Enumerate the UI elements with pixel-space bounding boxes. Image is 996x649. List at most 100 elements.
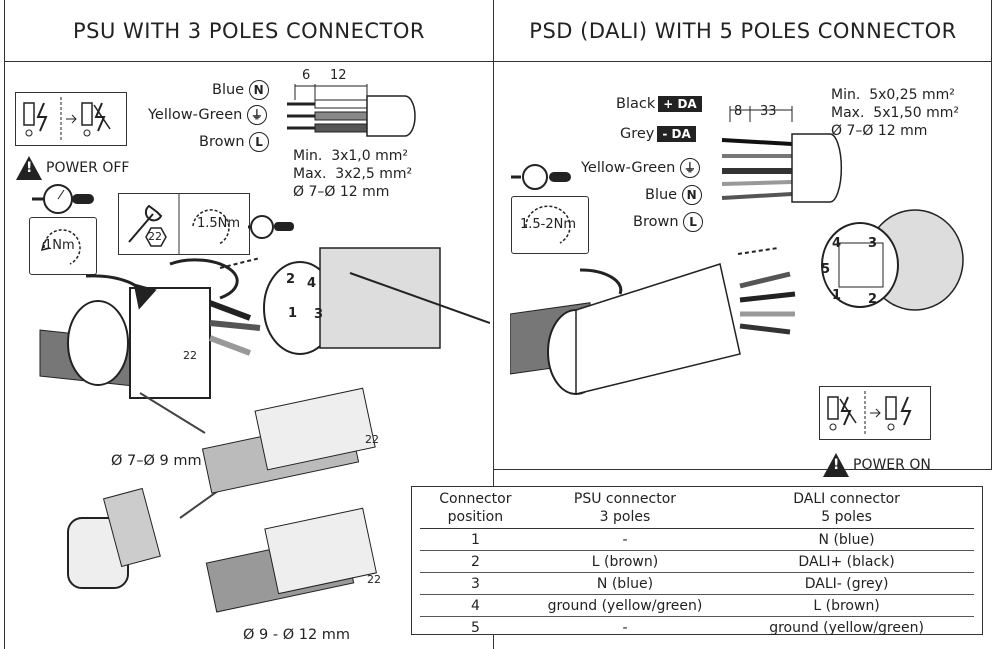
wire-label-blue-dali: Blue N (645, 185, 702, 205)
dali-plus-tag: + DA (658, 96, 702, 112)
wrench-icon (128, 194, 230, 254)
unplug-lamp-icon (23, 97, 111, 141)
wire-label-black: Black+ DA (616, 96, 702, 112)
warning-icon-on: ! (823, 453, 849, 477)
cell-psu: N (blue) (530, 572, 720, 595)
right-spec-max: Max. 5x1,50 mm² (831, 105, 959, 121)
cell-dali: N (blue) (719, 528, 974, 551)
right-connector-illustration (510, 247, 796, 395)
gland-nut-label-b: 22 (365, 433, 379, 446)
power-on-label: POWER ON (853, 457, 931, 473)
wire-label-yellow-green: Yellow-Green ⏚ (148, 105, 267, 125)
torque-gauge-icon-dali (511, 164, 571, 190)
dali-pin-3: 3 (868, 236, 878, 251)
cell-dali: DALI- (grey) (719, 572, 974, 595)
rotate-arrow-icon-dali (525, 205, 571, 244)
cell-position: 5 (470, 619, 480, 636)
torque-2-label: 1.5Nm (197, 216, 241, 231)
table-row: 2 L (brown) DALI+ (black) (420, 550, 974, 573)
torque-dali-label: 1.5-2Nm (520, 217, 577, 232)
table-row: 1 - N (blue) (420, 528, 974, 551)
wire-blue-name: Blue (212, 82, 245, 98)
neutral-badge-dali: N (681, 185, 702, 205)
table-row: 3 N (blue) DALI- (grey) (420, 572, 974, 595)
table-row: 5 - ground (yellow/green) (420, 617, 974, 639)
connector-pin-1: 1 (288, 306, 298, 321)
table-row: 4 ground (yellow/green) L (brown) (420, 594, 974, 617)
unplug-lamp-icon-box (15, 92, 127, 146)
wire-black-name: Black (616, 96, 656, 112)
dali-connector-face (821, 209, 964, 311)
cell-psu: - (530, 528, 720, 551)
cell-psu: L (brown) (530, 550, 720, 573)
cell-dali: L (brown) (719, 594, 974, 617)
gland-nut-label-c: 22 (367, 573, 381, 586)
wire-label-yellow-green-dali: Yellow-Green ⏚ (581, 158, 700, 178)
neutral-badge: N (248, 80, 269, 100)
rotate-arrow-icon (40, 229, 81, 265)
cell-position: 1 (420, 528, 531, 551)
cell-position: 2 (420, 550, 531, 573)
right-panel-frame (493, 0, 992, 470)
dali-pin-4: 4 (832, 236, 842, 251)
wire-yg-dali-name: Yellow-Green (581, 160, 676, 176)
line-badge-dali: L (683, 212, 704, 232)
wire-label-brown-dali: Brown L (633, 212, 704, 232)
gland-nut-label: 22 (183, 349, 197, 362)
left-cable-strip-diagram (287, 84, 416, 137)
left-spec-max: Max. 3x2,5 mm² (293, 166, 413, 182)
col-header-position: Connector position (420, 490, 531, 529)
torque-1nm-box: 1Nm (29, 217, 97, 275)
connector-pin-4: 4 (307, 276, 317, 291)
wrench-torque-box: 22 1.5Nm (118, 193, 250, 255)
torque-gauge-icon-2 (248, 215, 294, 239)
wire-label-brown: Brown L (199, 132, 270, 152)
wire-blue-dali-name: Blue (645, 187, 678, 203)
plug-lamp-icon-box (819, 386, 931, 440)
dali-pin-2: 2 (868, 292, 878, 307)
wire-label-grey: Grey- DA (620, 126, 696, 142)
dali-pin-1: 1 (832, 288, 842, 303)
cell-dali: ground (yellow/green) (769, 619, 924, 636)
right-spec-min: Min. 5x0,25 mm² (831, 87, 955, 103)
ground-badge: ⏚ (246, 105, 267, 125)
col-header-dali: DALI connector 5 poles (719, 490, 974, 529)
wire-grey-name: Grey (620, 126, 655, 142)
torque-dali-box: 1.5-2Nm (511, 196, 589, 254)
line-badge: L (249, 132, 270, 152)
torque-gauge-icon (32, 184, 94, 214)
ground-badge-dali: ⏚ (679, 158, 700, 178)
torque-1-label: 1Nm (44, 238, 75, 253)
cell-dali: DALI+ (black) (719, 550, 974, 573)
wire-brown-name: Brown (199, 134, 245, 150)
left-spec-min: Min. 3x1,0 mm² (293, 148, 408, 164)
wire-yg-name: Yellow-Green (148, 107, 243, 123)
right-panel-title: PSD (DALI) WITH 5 POLES CONNECTOR (529, 19, 957, 43)
right-strip-dim-a: 8 (734, 104, 743, 119)
power-on-warning: ! POWER ON (823, 453, 931, 477)
cell-position: 3 (420, 572, 531, 595)
cable-diameter-small: Ø 7–Ø 9 mm (111, 453, 202, 469)
connector-pin-2: 2 (286, 272, 296, 287)
cell-psu: - (622, 619, 628, 636)
header-divider (4, 61, 992, 62)
wire-label-blue: Blue N (212, 80, 269, 100)
dali-minus-tag: - DA (657, 126, 696, 142)
col-header-psu: PSU connector 3 poles (530, 490, 720, 529)
wire-brown-dali-name: Brown (633, 214, 679, 230)
table-header-row: Connector position PSU connector 3 poles… (420, 490, 974, 529)
cell-position: 4 (420, 594, 531, 617)
cable-diameter-large: Ø 9 - Ø 12 mm (243, 627, 351, 643)
pin-assignment-table: Connector position PSU connector 3 poles… (411, 486, 983, 636)
left-connector-illustration (39, 247, 490, 613)
left-spec-diameter: Ø 7–Ø 12 mm (293, 184, 390, 200)
connector-pin-3: 3 (314, 307, 324, 322)
wrench-size-label: 22 (148, 230, 162, 243)
left-strip-dim-b: 12 (330, 68, 347, 83)
plug-lamp-icon (827, 391, 912, 435)
right-strip-dim-b: 33 (760, 104, 777, 119)
power-off-warning: ! POWER OFF (16, 156, 129, 180)
warning-icon: ! (16, 156, 42, 180)
right-spec-diameter: Ø 7–Ø 12 mm (831, 123, 928, 139)
power-off-label: POWER OFF (46, 160, 130, 176)
